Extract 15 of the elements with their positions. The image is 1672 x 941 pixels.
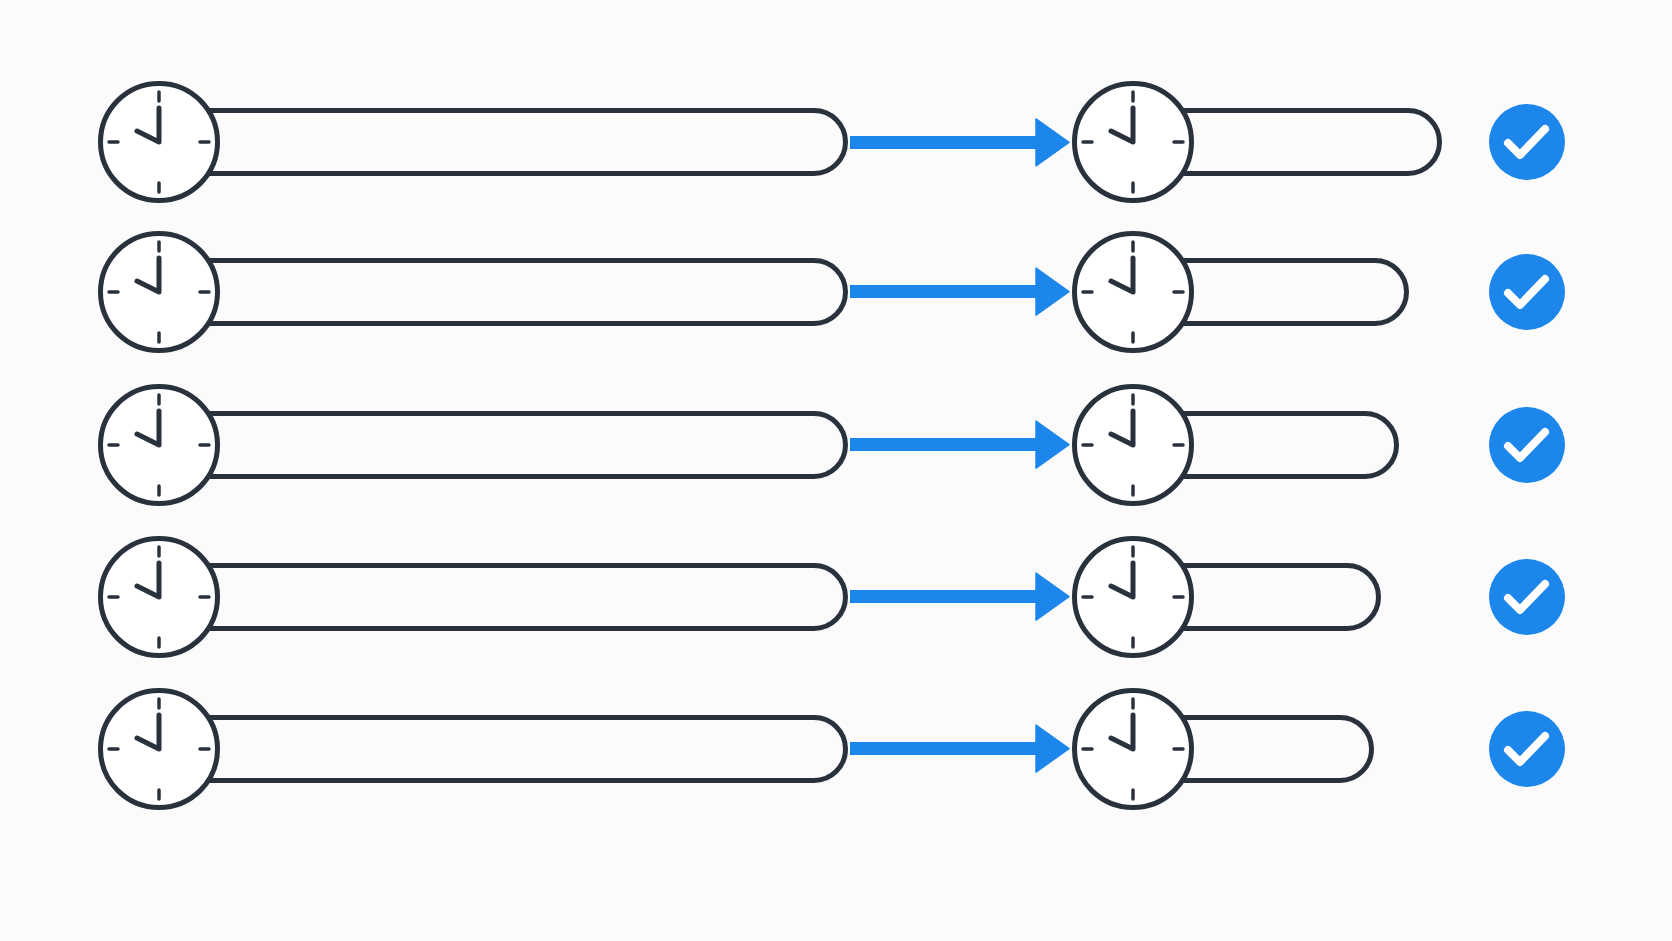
timer-bar xyxy=(1072,383,1399,506)
timer-bar xyxy=(1072,230,1409,353)
timer-bar xyxy=(98,383,848,506)
timer-bar xyxy=(98,230,848,353)
timer-bar xyxy=(98,687,848,810)
arrow xyxy=(850,420,1070,469)
timer-bar xyxy=(1072,687,1374,810)
arrow xyxy=(850,572,1070,621)
arrow xyxy=(850,118,1070,167)
arrow xyxy=(850,724,1070,773)
timer-bar xyxy=(98,535,848,658)
timer-bar xyxy=(1072,81,1442,204)
timer-bar xyxy=(98,81,848,204)
timer-bar xyxy=(1072,535,1381,658)
arrow xyxy=(850,267,1070,316)
